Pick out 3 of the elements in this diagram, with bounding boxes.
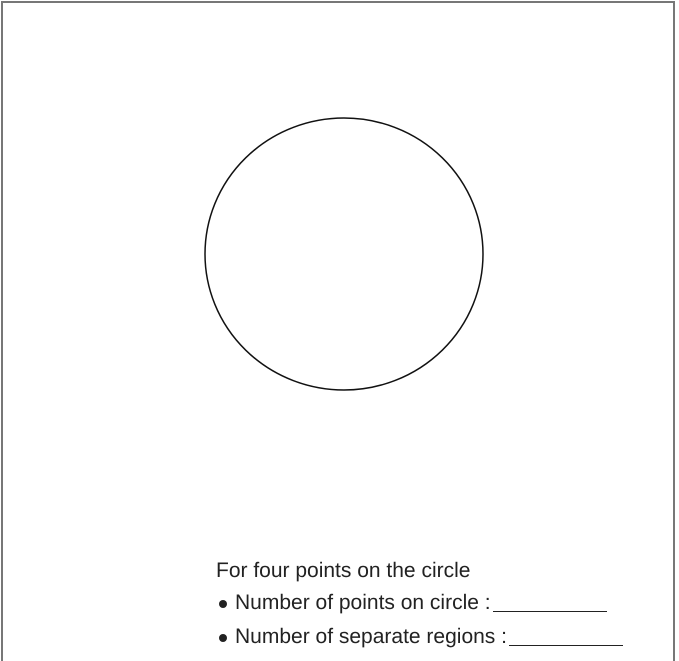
question-text: Number of points on circle : — [235, 590, 491, 616]
instruction-text: For four points on the circle — [216, 558, 470, 584]
question-text: Number of separate regions : — [235, 624, 507, 650]
